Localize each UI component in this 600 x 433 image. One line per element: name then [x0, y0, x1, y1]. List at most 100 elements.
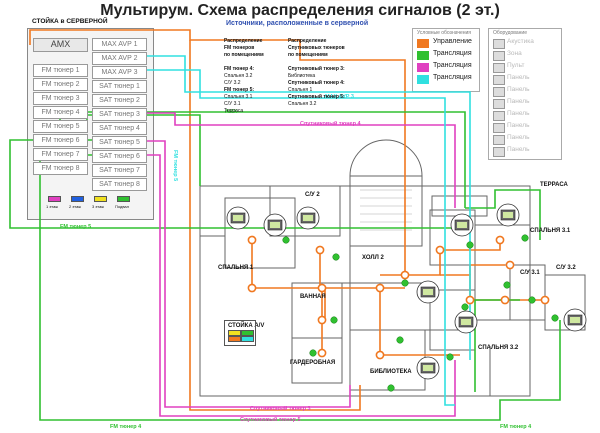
- zone-swatch-2: [71, 196, 84, 202]
- touch-panel-icon[interactable]: [226, 206, 250, 230]
- rack-unit-7: FM тюнер 6: [33, 134, 88, 147]
- speaker-icon: [387, 384, 395, 392]
- wire-magenta-sat5: [145, 154, 456, 417]
- wire-cyan-avp3: [145, 69, 455, 406]
- speaker-icon: [396, 336, 404, 344]
- speaker-icon: [521, 234, 529, 242]
- touch-panel-icon[interactable]: [496, 203, 520, 227]
- rack-unit-r8: SAT тюнер 5: [92, 136, 147, 149]
- junction-node-12: [465, 295, 475, 305]
- rack-unit-r4: SAT тюнер 1: [92, 80, 147, 93]
- device-label-5: Панель: [507, 86, 530, 93]
- touch-panel-icon[interactable]: [450, 213, 474, 237]
- device-icon-6: [493, 99, 505, 109]
- legend-swatch-4: [417, 75, 429, 84]
- touch-panel-icon[interactable]: [263, 213, 287, 237]
- device-icon-9: [493, 135, 505, 145]
- device-icon-8: [493, 123, 505, 133]
- wire-label-fm5: FM тюнер 5: [60, 224, 92, 230]
- rack-unit-9: FM тюнер 8: [33, 162, 88, 175]
- sources-title: Источники, расположенные в серверной: [226, 20, 369, 27]
- zone-label-4: Подвал: [115, 204, 129, 209]
- wire-control-right: [405, 240, 501, 276]
- touch-panel-icon[interactable]: [454, 310, 478, 334]
- device-icon-2: [493, 51, 505, 61]
- room-label-terrace: ТЕРРАСА: [540, 182, 568, 188]
- device-icon-3: [493, 63, 505, 73]
- src-fm-line-1: Распределение: [224, 38, 263, 44]
- src-fm-line-3: по помещениям: [224, 52, 264, 58]
- speaker-icon: [503, 281, 511, 289]
- device-label-6: Панель: [507, 98, 530, 105]
- legend-label-3: Трансляция: [433, 62, 472, 69]
- zone-label-3: 3 этаж: [92, 204, 104, 209]
- zone-label-1: 1 этаж: [46, 204, 58, 209]
- rack-label: СТОЙКА в СЕРВЕРНОЙ: [32, 18, 108, 25]
- device-icon-1: [493, 39, 505, 49]
- legend-swatch-2: [417, 51, 429, 60]
- src-fm-line-11: Терраса: [224, 108, 244, 114]
- speaker-icon: [282, 236, 290, 244]
- speaker-icon: [466, 241, 474, 249]
- zone-label-2: 2 этаж: [69, 204, 81, 209]
- rack-unit-5: FM тюнер 4: [33, 106, 88, 119]
- rack-unit-r9: SAT тюнер 6: [92, 150, 147, 163]
- junction-node-5: [375, 283, 385, 293]
- device-label-9: Панель: [507, 134, 530, 141]
- device-icon-7: [493, 111, 505, 121]
- speaker-icon: [446, 353, 454, 361]
- wire-label-sat5: Спутниковый тюнер 5: [240, 417, 301, 423]
- wire-label-avp: MAX AVP 3: [325, 94, 354, 100]
- devices-title: Оборудование: [493, 30, 528, 36]
- rack-unit-r2: MAX AVP 2: [92, 52, 147, 65]
- device-label-1: Акустика: [507, 38, 534, 45]
- rack-unit-2: FM тюнер 1: [33, 64, 88, 77]
- room-label-su32: С/У 3.2: [556, 265, 576, 271]
- legend-swatch-1: [417, 39, 429, 48]
- rack-av-swatch-1: [228, 330, 241, 336]
- src-fm-line-10: С/У 3.1: [224, 101, 241, 107]
- src-sat-line-3: по помещениям: [288, 52, 328, 58]
- touch-panel-icon[interactable]: [416, 280, 440, 304]
- src-sat-line-8: Спальня 1: [288, 87, 313, 93]
- src-fm-line-5: FM тюнер 4:: [224, 66, 255, 72]
- rack-unit-r5: SAT тюнер 2: [92, 94, 147, 107]
- wire-label-amx: AMX: [225, 109, 238, 115]
- wire-cyan-avp2: [145, 55, 471, 360]
- rack-unit-1: AMX: [33, 38, 88, 52]
- touch-panel-icon[interactable]: [416, 356, 440, 380]
- wire-magenta-sat3: [145, 140, 351, 408]
- rack-av-swatch-4: [241, 336, 254, 342]
- rack-unit-3: FM тюнер 2: [33, 78, 88, 91]
- junction-node-10: [317, 348, 327, 358]
- room-label-rack_av: СТОЙКА A/V: [228, 323, 265, 329]
- rack-unit-r3: MAX AVP 3: [92, 66, 147, 79]
- device-label-3: Пульт: [507, 62, 525, 69]
- src-fm-line-2: FM тюнеров: [224, 45, 255, 51]
- wire-label-sat3: Спутниковый тюнер 3: [250, 406, 311, 412]
- legend-label-1: Управление: [433, 38, 472, 45]
- rack-unit-r7: SAT тюнер 4: [92, 122, 147, 135]
- room-label-library: БИБЛИОТЕКА: [370, 369, 412, 375]
- src-sat-line-6: Библиотека: [288, 73, 316, 79]
- room-label-su2: С/У 2: [305, 192, 320, 198]
- device-label-8: Панель: [507, 122, 530, 129]
- wire-label-fm4: FM тюнер 4: [110, 424, 142, 430]
- room-label-su31: С/У 3.1: [520, 270, 540, 276]
- rack-unit-r6: SAT тюнер 3: [92, 108, 147, 121]
- rack-unit-8: FM тюнер 7: [33, 148, 88, 161]
- touch-panel-icon[interactable]: [296, 206, 320, 230]
- speaker-icon: [551, 314, 559, 322]
- speaker-icon: [309, 349, 317, 357]
- rack-unit-r11: SAT тюнер 8: [92, 178, 147, 191]
- junction-node-4: [317, 283, 327, 293]
- speaker-icon: [461, 303, 469, 311]
- rack-av-swatch-3: [228, 336, 241, 342]
- device-label-10: Панель: [507, 146, 530, 153]
- touch-panel-icon[interactable]: [563, 308, 587, 332]
- legend-swatch-3: [417, 63, 429, 72]
- wire-control-amx: [29, 29, 406, 276]
- device-icon-4: [493, 75, 505, 85]
